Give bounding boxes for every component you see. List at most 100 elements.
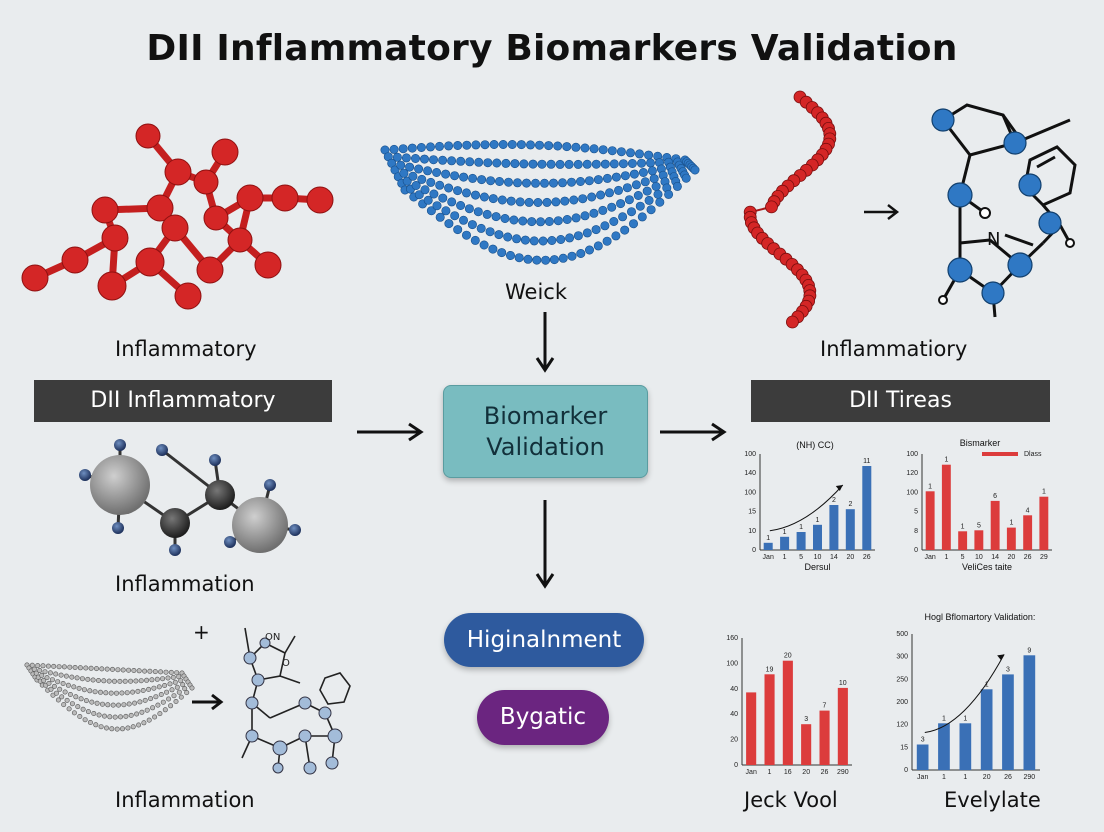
x-tick-label: Jan xyxy=(924,554,935,561)
bar xyxy=(746,692,757,765)
data-label: 3 xyxy=(804,716,808,723)
bar xyxy=(782,660,793,765)
bar xyxy=(829,505,839,550)
biomarker-validation-box: Biomarker Validation xyxy=(443,385,648,478)
data-label: 4 xyxy=(1026,507,1030,514)
y-tick-label: 5 xyxy=(914,509,918,516)
data-label: 1 xyxy=(783,529,787,536)
x-tick-label: Jan xyxy=(746,769,757,776)
center-box-line2: Validation xyxy=(486,433,605,461)
grey-molecule-illustration xyxy=(79,439,301,556)
data-label: 10 xyxy=(839,680,847,687)
x-tick-label: 1 xyxy=(963,774,967,781)
y-tick-label: 8 xyxy=(914,528,918,535)
bar xyxy=(974,530,984,550)
bygatic-pill: Bygatic xyxy=(477,690,609,745)
x-tick-label: 14 xyxy=(830,554,838,561)
y-tick-label: 160 xyxy=(726,635,738,642)
bar xyxy=(990,500,1000,550)
data-label: 20 xyxy=(784,653,792,660)
bar xyxy=(780,536,790,550)
x-tick-label: 1 xyxy=(783,554,787,561)
red-chain-illustration xyxy=(743,90,837,329)
chart-2: 1001201005801Jan1115510614120426129Bisma… xyxy=(906,438,1052,572)
x-tick-label: 5 xyxy=(799,554,803,561)
trend-arrow xyxy=(769,484,844,532)
y-tick-label: 120 xyxy=(906,470,918,477)
y-tick-label: 20 xyxy=(730,737,738,744)
label-inflammation-mid: Inflammation xyxy=(115,572,255,596)
bar xyxy=(980,689,993,771)
x-tick-label: 290 xyxy=(837,769,849,776)
plus-sign: + xyxy=(193,620,210,644)
blue-helix-illustration xyxy=(380,139,700,265)
bar xyxy=(796,532,806,550)
y-tick-label: 100 xyxy=(906,451,918,458)
y-tick-label: 100 xyxy=(744,489,756,496)
label-inflammatory-top-right: Inflammatiory xyxy=(820,337,968,361)
blue-structure-illustration: N xyxy=(931,103,1077,318)
bar xyxy=(925,491,935,550)
x-tick-label: 290 xyxy=(1023,774,1035,781)
label-inflammatory-top-left: Inflammatory xyxy=(115,337,257,361)
label-inflammation-bottom: Inflammation xyxy=(115,788,255,812)
data-label: 1 xyxy=(985,681,989,688)
bar xyxy=(801,724,812,765)
x-tick-label: 10 xyxy=(975,554,983,561)
x-axis-label: VeliCes taite xyxy=(962,562,1012,572)
chart-title: Bismarker xyxy=(960,438,1001,448)
x-tick-label: 1 xyxy=(944,554,948,561)
arrow-right-icon xyxy=(357,422,424,442)
legend-swatch xyxy=(982,452,1018,456)
x-tick-label: 26 xyxy=(1024,554,1032,561)
chemical-structure-illustration: ON O xyxy=(241,627,351,775)
data-label: 1 xyxy=(942,715,946,722)
y-tick-label: 140 xyxy=(744,470,756,477)
chart-title: (NH) CC) xyxy=(796,440,834,450)
atom-on-label: ON xyxy=(265,632,280,643)
arrow-down-icon xyxy=(535,312,555,373)
bar xyxy=(1002,674,1014,770)
bar xyxy=(764,674,775,765)
x-tick-label: 14 xyxy=(991,554,999,561)
x-tick-label: 5 xyxy=(961,554,965,561)
y-tick-label: 40 xyxy=(730,686,738,693)
left-header-bar: DII Inflammatory xyxy=(34,380,332,422)
data-label: 2 xyxy=(848,501,852,508)
data-label: 1 xyxy=(928,483,932,490)
y-tick-label: 40 xyxy=(730,711,738,718)
chart4-caption: Evelylate xyxy=(944,788,1041,812)
y-tick-label: 0 xyxy=(914,547,918,554)
x-axis-label: Dersul xyxy=(804,562,830,572)
center-box-line1: Biomarker xyxy=(483,402,608,430)
higinalnment-pill: Higinalnment xyxy=(444,613,644,667)
x-tick-label: 10 xyxy=(814,554,822,561)
bar xyxy=(819,710,830,765)
grey-helix-illustration xyxy=(24,662,195,732)
y-tick-label: 300 xyxy=(896,654,908,661)
arrow-icon xyxy=(864,204,900,220)
x-tick-label: 20 xyxy=(802,769,810,776)
x-tick-label: 20 xyxy=(1008,554,1016,561)
data-label: 1 xyxy=(944,457,948,464)
data-label: 11 xyxy=(863,458,870,465)
data-label: 1 xyxy=(1009,520,1013,527)
bar xyxy=(1039,496,1049,550)
y-tick-label: 0 xyxy=(904,767,908,774)
x-tick-label: 26 xyxy=(863,554,871,561)
data-label: 1 xyxy=(1042,489,1046,496)
red-molecule-illustration xyxy=(21,123,334,310)
atom-o-label: O xyxy=(282,658,290,669)
data-label: 3 xyxy=(1006,666,1010,673)
data-label: 1 xyxy=(766,535,770,542)
atom-n-label: N xyxy=(987,229,1000,250)
y-tick-label: 15 xyxy=(900,744,908,751)
bar xyxy=(813,524,822,550)
x-tick-label: 20 xyxy=(983,774,991,781)
data-label: 1 xyxy=(799,524,803,531)
bar xyxy=(1023,655,1036,771)
x-tick-label: Jan xyxy=(917,774,928,781)
data-label: 1 xyxy=(963,715,967,722)
x-tick-label: 26 xyxy=(821,769,829,776)
